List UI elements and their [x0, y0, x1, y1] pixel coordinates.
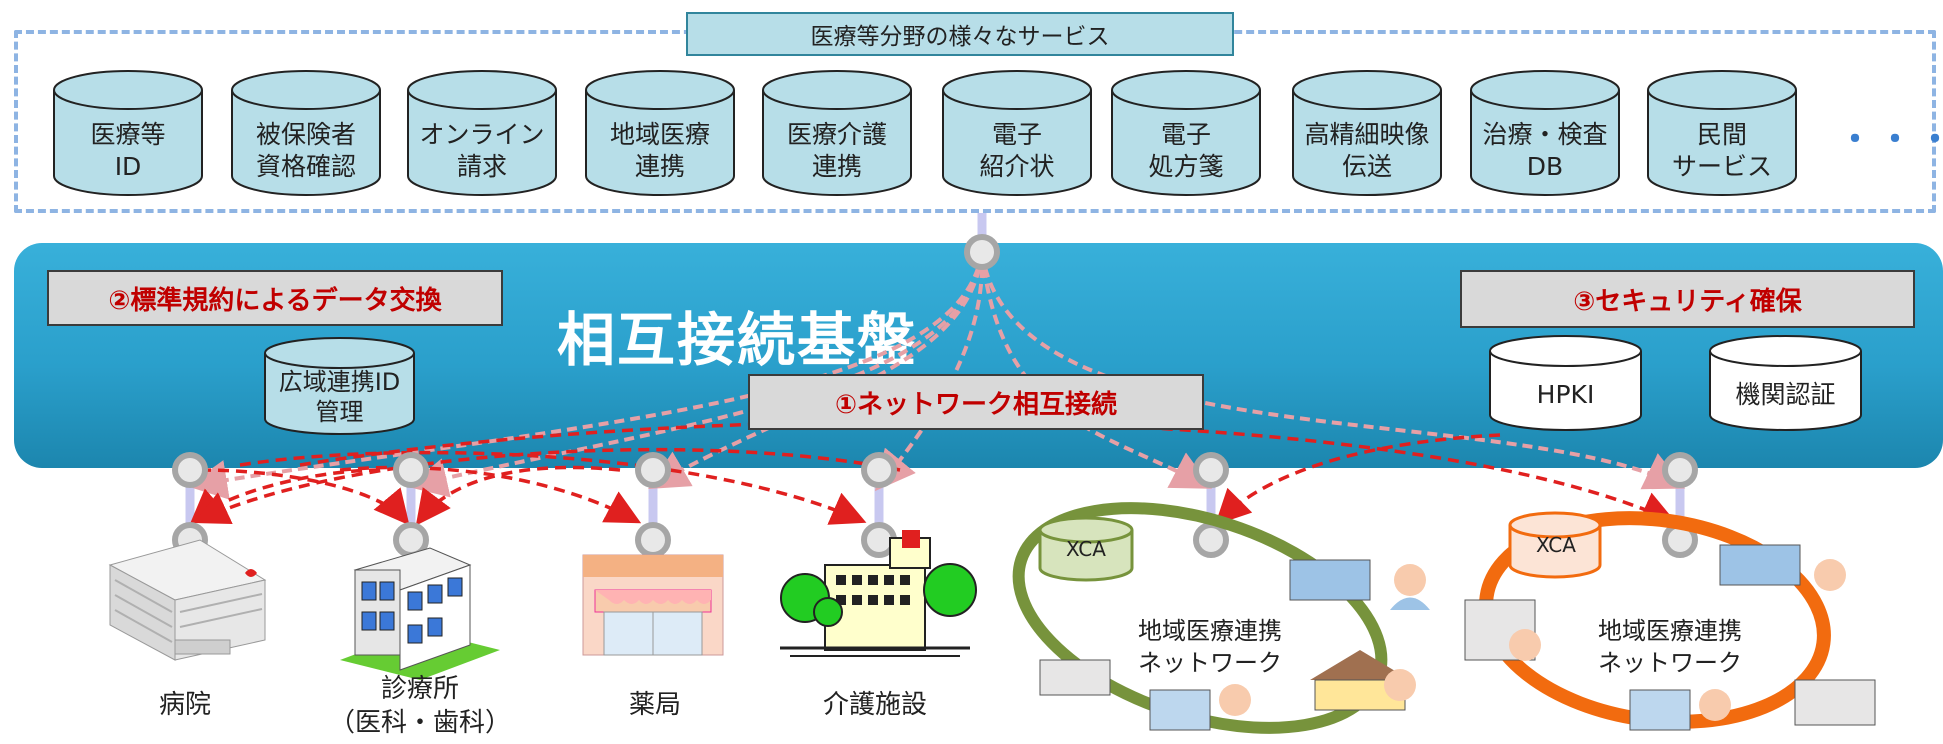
service-cylinder: 医療等 ID: [52, 70, 204, 198]
network-label-orange: 地域医療連携 ネットワーク: [1570, 615, 1770, 679]
standard-exchange-box: ②標準規約によるデータ交換: [47, 270, 503, 326]
service-cylinder: 医療介護連携: [761, 70, 913, 198]
service-line1: 医療介護: [786, 120, 887, 149]
network-green-line1: 地域医療連携: [1138, 617, 1282, 645]
service-line2: 請求: [456, 152, 507, 181]
wide-area-id-cylinder: 広域連携ID 管理: [263, 336, 416, 436]
service-line2: 処方箋: [1148, 152, 1224, 181]
clinic-icon: [340, 547, 500, 680]
service-cylinder: 電子処方箋: [1110, 70, 1262, 198]
pharmacy-icon: [582, 554, 724, 656]
service-line2: 伝送: [1341, 152, 1392, 181]
service-line1: 電子: [991, 120, 1042, 149]
service-line1: 医療等: [90, 120, 166, 149]
service-cylinder: 高精細映像伝送: [1291, 70, 1443, 198]
service-cylinder: 地域医療連携: [584, 70, 736, 198]
service-line2: 連携: [811, 152, 862, 181]
org-auth-cylinder: 機関認証: [1708, 334, 1863, 432]
care-facility-label: 介護施設: [822, 690, 927, 720]
service-line1: 地域医療: [609, 120, 710, 149]
service-cylinder: 電子紹介状: [941, 70, 1093, 198]
wide-id-line2: 管理: [315, 398, 364, 426]
service-line2: サービス: [1671, 152, 1772, 181]
service-line2: DB: [1526, 152, 1564, 181]
xca-label-green: XCA: [1066, 537, 1106, 561]
service-line2: 紹介状: [979, 152, 1055, 181]
platform-title: 相互接続基盤: [557, 306, 918, 374]
green-network-icon: [1012, 502, 1430, 734]
hpki-cylinder: HPKI: [1488, 334, 1643, 432]
service-cylinder: 被保険者資格確認: [230, 70, 382, 198]
network-green-line2: ネットワーク: [1138, 649, 1282, 677]
service-line1: 民間: [1696, 120, 1747, 149]
clinic-label-line1: 診療所: [380, 674, 459, 704]
hospital-icon: [108, 539, 267, 661]
service-cylinder: オンライン請求: [406, 70, 558, 198]
service-line1: オンライン: [419, 120, 545, 149]
org-auth-label: 機関認証: [1735, 380, 1836, 409]
service-line1: 高精細映像: [1304, 120, 1430, 149]
service-line1: 治療・検査: [1482, 120, 1608, 149]
service-line1: 被保険者: [255, 120, 356, 149]
service-line2: 連携: [634, 152, 685, 181]
wide-id-line1: 広域連携ID: [278, 368, 401, 396]
services-ellipsis: ・・・: [1838, 120, 1943, 160]
security-box: ③セキュリティ確保: [1460, 270, 1915, 328]
service-cylinder: 治療・検査 DB: [1469, 70, 1621, 198]
hospital-label: 病院: [158, 690, 211, 720]
services-title: 医療等分野の様々なサービス: [686, 12, 1234, 56]
clinic-label-line2: （医科・歯科）: [328, 708, 511, 738]
network-orange-line2: ネットワーク: [1598, 649, 1742, 677]
orange-network-icon: [1464, 511, 1876, 731]
network-orange-line1: 地域医療連携: [1598, 617, 1742, 645]
service-line1: 電子: [1160, 120, 1211, 149]
network-label-green: 地域医療連携 ネットワーク: [1110, 615, 1310, 679]
service-cylinder: 民間サービス: [1646, 70, 1798, 198]
service-line2: ID: [114, 152, 142, 181]
service-line2: 資格確認: [255, 152, 356, 181]
network-interconnect-box: ①ネットワーク相互接続: [748, 374, 1204, 430]
xca-label-orange: XCA: [1536, 533, 1576, 557]
clinic-label: 診療所 （医科・歯科）: [320, 672, 520, 740]
pharmacy-label: 薬局: [628, 690, 681, 720]
care-facility-icon: [780, 530, 977, 657]
hpki-label: HPKI: [1536, 380, 1595, 409]
